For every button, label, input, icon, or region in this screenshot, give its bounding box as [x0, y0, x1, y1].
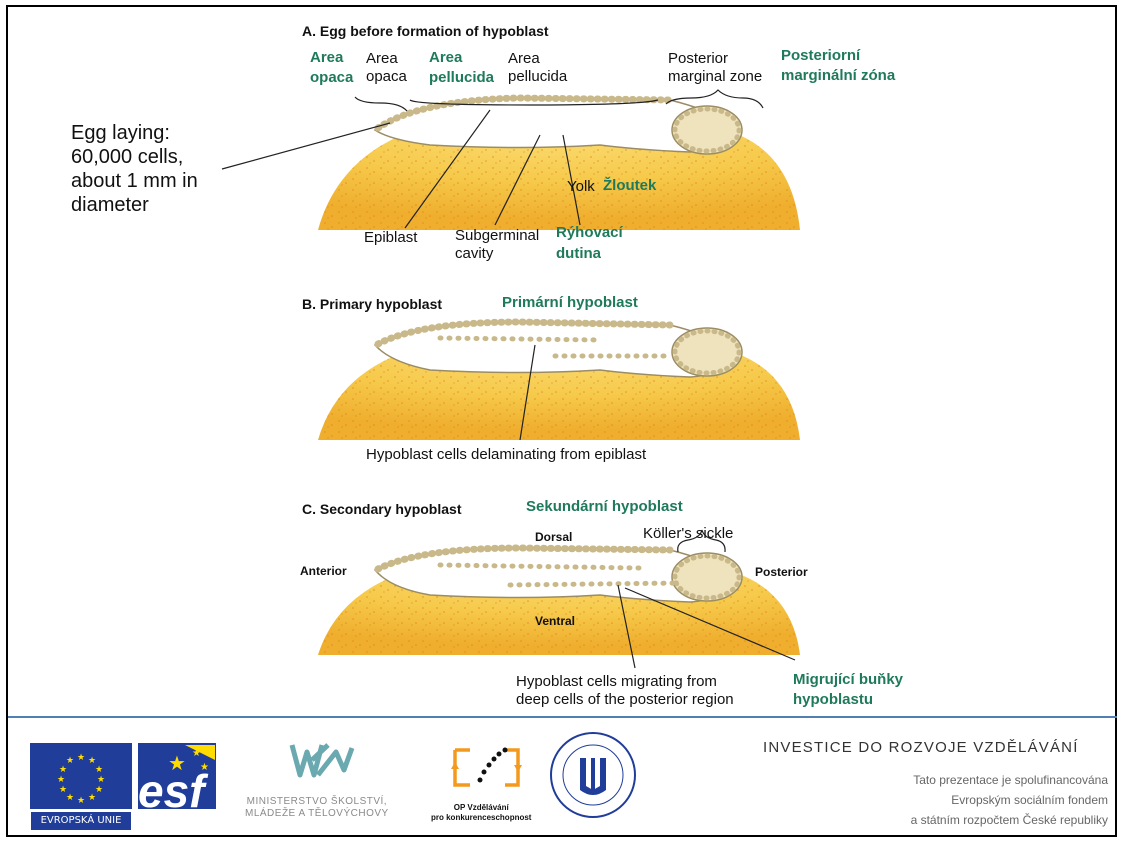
primary-hypoblast-cells	[437, 335, 673, 359]
svg-text:★: ★	[88, 793, 96, 803]
posterior-marginal-zone-label: Posterior marginal zone	[668, 50, 763, 85]
svg-text:★: ★	[77, 796, 85, 806]
ventral-label: Ventral	[535, 614, 576, 628]
posterior-marginal-zone-cz-label: Posteriorní marginální zóna	[781, 47, 896, 84]
area-pellucida-bracket	[409, 99, 659, 106]
esf-logo: ★ ★ ★	[138, 743, 216, 809]
funding-note: Tato prezentace je spolufinancována Evro…	[910, 773, 1108, 827]
eu-flag-logo: ★★★ ★★★ ★★★ ★★★	[30, 743, 132, 809]
hypoblast-migrating-label: Hypoblast cells migrating from deep cell…	[516, 673, 734, 708]
svg-text:★: ★	[59, 785, 67, 795]
migrating-cz-label: Migrující buňky hypoblastu	[793, 671, 904, 708]
svg-text:★: ★	[192, 748, 201, 759]
svg-text:★: ★	[66, 793, 74, 803]
op-logo	[451, 747, 522, 787]
panel-b-drawing	[318, 318, 800, 441]
svg-text:★: ★	[200, 762, 209, 773]
panel-a-heading: A. Egg before formation of hypoblast	[302, 23, 549, 39]
svg-text:★: ★	[77, 753, 85, 763]
egg-laying-note: Egg laying: 60,000 cells, about 1 mm in …	[71, 122, 198, 216]
area-opaca-cz-label: Area opaca	[310, 49, 354, 86]
migrating-en-leader	[617, 584, 636, 669]
muni-seal-logo	[550, 732, 636, 818]
svg-text:★: ★	[59, 765, 67, 775]
epiblast-layer-a	[374, 94, 674, 132]
investice-heading: INVESTICE DO ROZVOJE VZDĚLÁVÁNÍ	[763, 739, 1079, 756]
epiblast-leader	[404, 109, 491, 229]
panel-a-drawing	[221, 89, 800, 230]
hypoblast-delaminating-label: Hypoblast cells delaminating from epibla…	[366, 446, 647, 463]
egg-laying-leader	[221, 122, 391, 170]
msmt-label: MINISTERSTVO ŠKOLSTVÍ, MLÁDEŽE A TĚLOVÝC…	[245, 796, 389, 819]
eu-label: EVROPSKÁ UNIE	[31, 812, 131, 830]
area-pellucida-en-label: Area pellucida	[508, 50, 568, 85]
yolk-label: Yolk	[567, 178, 595, 195]
migrating-cz-leader	[624, 587, 796, 661]
panel-c-heading-cz: Sekundární hypoblast	[526, 498, 683, 515]
svg-text:★: ★	[57, 775, 65, 785]
anterior-label: Anterior	[300, 564, 347, 578]
secondary-hypoblast-cells	[437, 562, 683, 588]
svg-text:★: ★	[66, 756, 74, 766]
koller-sickle-label: Köller's sickle	[643, 525, 734, 542]
area-opaca-bracket	[354, 96, 408, 112]
koller-bracket	[677, 529, 726, 553]
posterior-label: Posterior	[755, 565, 808, 579]
svg-text:★: ★	[95, 785, 103, 795]
panel-b-heading-cz: Primární hypoblast	[502, 294, 638, 311]
footer-divider	[8, 716, 1117, 718]
cleavage-cavity-cz-label: Rýhovací dutina	[556, 224, 623, 262]
area-pellucida-cz-label: Area pellucida	[429, 49, 495, 86]
svg-text:★: ★	[88, 756, 96, 766]
pmz-bracket	[665, 89, 764, 109]
svg-text:★: ★	[97, 775, 105, 785]
area-opaca-en-label: Area opaca	[366, 50, 407, 85]
koller-sickle-cells	[671, 552, 743, 602]
msmt-logo	[289, 743, 355, 778]
esf-label: esf	[138, 765, 205, 817]
cavity-cz-leader	[562, 134, 581, 226]
panel-c-drawing	[318, 529, 800, 669]
svg-text:★: ★	[95, 765, 103, 775]
delaminating-leader	[519, 344, 536, 441]
panel-c-heading: C. Secondary hypoblast	[302, 501, 462, 517]
yolk-cz-label: Žloutek	[603, 177, 657, 194]
subgerminal-cavity-label: Subgerminal cavity	[455, 227, 540, 262]
op-label: OP Vzdělávání pro konkurenceschopnost	[431, 803, 532, 822]
posterior-marginal-zone-cells	[671, 105, 743, 155]
panel-b-heading: B. Primary hypoblast	[302, 296, 443, 312]
svg-text:★: ★	[168, 751, 186, 775]
epiblast-label: Epiblast	[364, 229, 418, 246]
dorsal-label: Dorsal	[535, 530, 573, 544]
subgerminal-leader	[494, 134, 541, 226]
slide-frame	[6, 5, 1117, 837]
